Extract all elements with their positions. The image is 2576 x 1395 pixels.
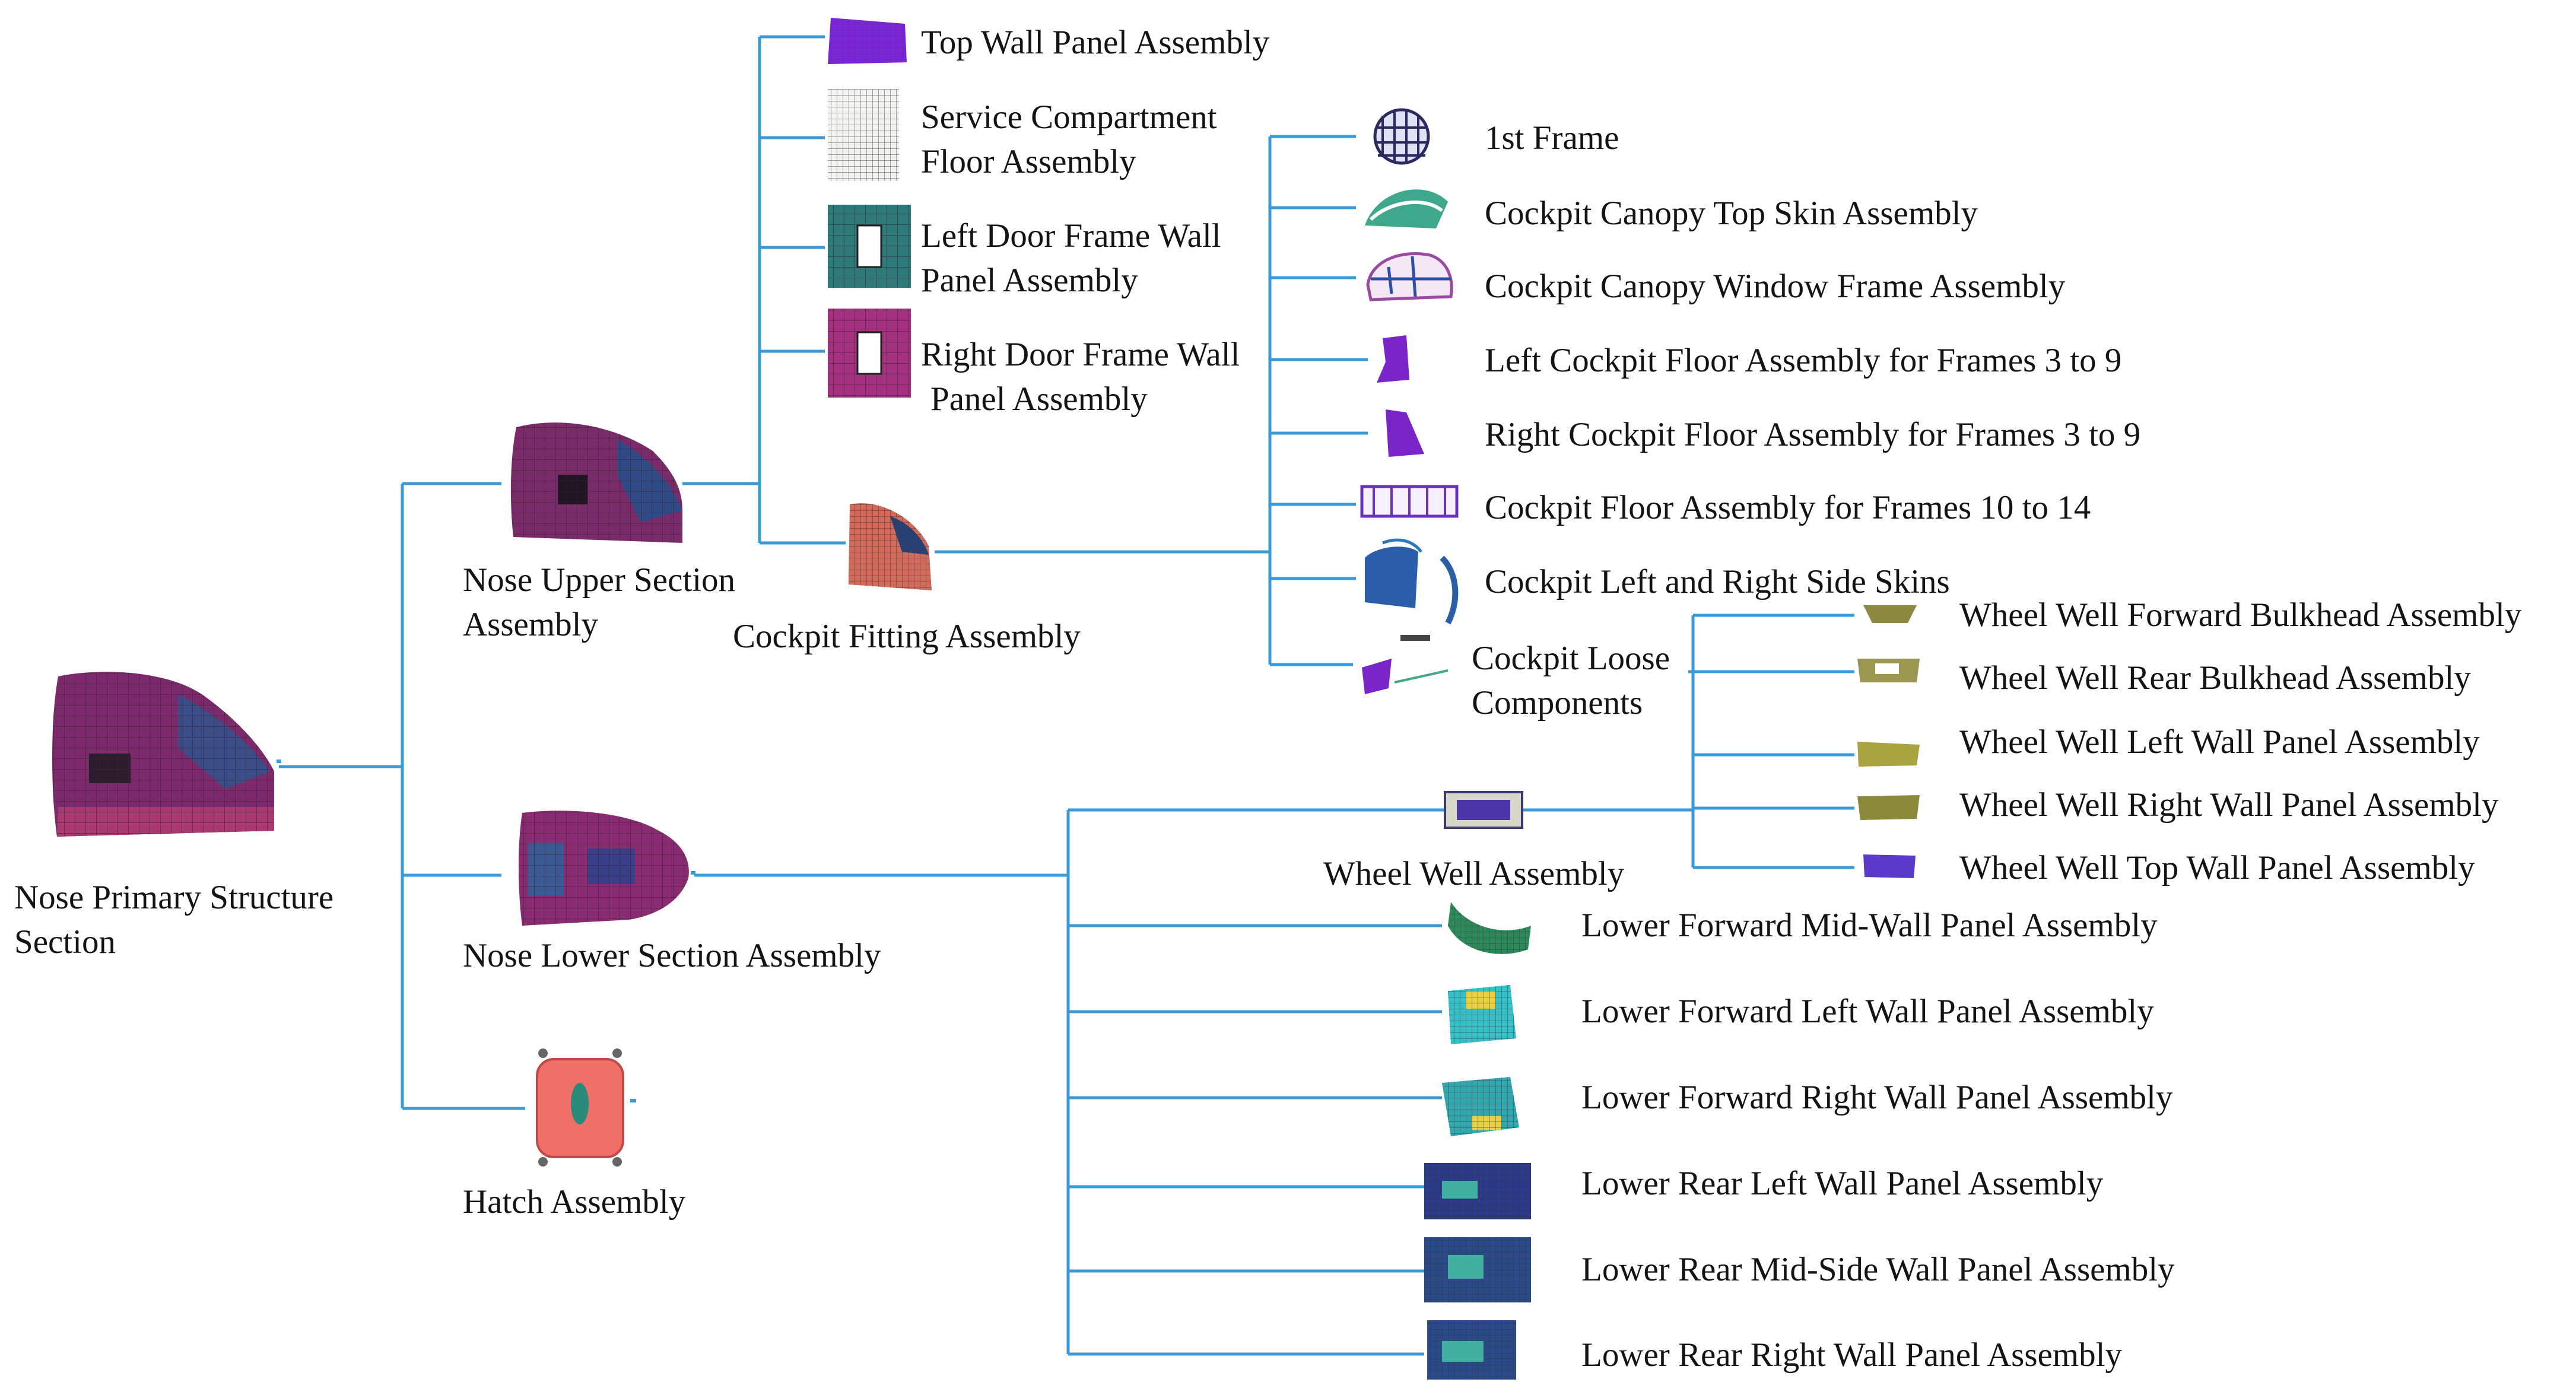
wheel-well-left-wall-icon (1857, 742, 1920, 767)
cockpit-child-label-1: 1st Frame (1485, 119, 1619, 157)
left-door-frame-label-line-2: Panel Assembly (921, 262, 1138, 299)
wheel-well-right-wall-icon (1857, 795, 1920, 820)
cockpit-fitting-label: Cockpit Fitting Assembly (733, 618, 1081, 655)
hatch-label: Hatch Assembly (463, 1183, 686, 1221)
connector-lines (279, 35, 1854, 1356)
cockpit-fitting-icon (849, 503, 932, 590)
service-floor-label-line-1: Service Compartment (921, 98, 1217, 136)
nose-structure-icon (52, 672, 281, 837)
forward-bulkhead-icon (1863, 605, 1917, 623)
right-door-frame-icon (828, 309, 911, 398)
lower-child-label-2: Lower Forward Left Wall Panel Assembly (1581, 993, 2154, 1030)
nose-lower-label: Nose Lower Section Assembly (463, 937, 881, 974)
left-cockpit-floor-icon (1377, 335, 1409, 383)
canopy-window-frame-icon (1366, 252, 1453, 301)
cockpit-loose-icon (1362, 635, 1449, 694)
cockpit-child-label-6: Cockpit Floor Assembly for Frames 10 to … (1485, 489, 2091, 526)
wheel-well-child-label-3: Wheel Well Left Wall Panel Assembly (1959, 723, 2480, 761)
cockpit-child-label-7: Cockpit Left and Right Side Skins (1485, 563, 1950, 600)
wheel-well-child-label-1: Wheel Well Forward Bulkhead Assembly (1959, 596, 2522, 634)
nose-upper-label: Nose Upper Section Assembly (463, 558, 735, 647)
wheel-well-assembly-icon (1444, 791, 1523, 829)
nose-upper-label-line-1: Nose Upper Section (463, 561, 736, 599)
top-wall-panel-label: Top Wall Panel Assembly (921, 24, 1270, 61)
lower-child-label-6: Lower Rear Right Wall Panel Assembly (1581, 1336, 2122, 1374)
lower-child-label-5: Lower Rear Mid-Side Wall Panel Assembly (1581, 1251, 2175, 1288)
left-door-frame-label: Left Door Frame Wall Panel Assembly (921, 214, 1221, 303)
service-floor-label-line-2: Floor Assembly (921, 143, 1136, 180)
cockpit-child-label-3: Cockpit Canopy Window Frame Assembly (1485, 268, 2066, 305)
cockpit-loose-label-line-1: Cockpit Loose (1472, 640, 1670, 677)
wheel-well-top-wall-icon (1863, 854, 1916, 878)
lower-child-label-1: Lower Forward Mid-Wall Panel Assembly (1581, 907, 2158, 944)
cockpit-child-label-2: Cockpit Canopy Top Skin Assembly (1485, 195, 1978, 232)
root-label-line-2: Section (14, 923, 116, 961)
wheel-well-child-label-2: Wheel Well Rear Bulkhead Assembly (1959, 659, 2471, 697)
lower-rear-left-wall-icon (1424, 1163, 1531, 1219)
cockpit-floor-10-14-icon (1360, 485, 1459, 518)
lower-section-icon (519, 811, 695, 926)
upper-section-icon (510, 422, 682, 543)
hatch-icon (536, 1048, 636, 1167)
lower-fwd-left-wall-icon (1448, 985, 1516, 1044)
right-door-frame-label-line-1: Right Door Frame Wall (921, 336, 1240, 373)
canopy-top-skin-icon (1365, 189, 1448, 228)
right-cockpit-floor-icon (1386, 409, 1424, 457)
lower-rear-right-wall-icon (1427, 1320, 1516, 1380)
root-label-line-1: Nose Primary Structure (14, 879, 334, 916)
cockpit-child-label-4: Left Cockpit Floor Assembly for Frames 3… (1485, 342, 2122, 379)
left-door-frame-icon (828, 205, 911, 288)
lower-fwd-mid-wall-icon (1448, 902, 1531, 954)
right-door-frame-label: Right Door Frame Wall Panel Assembly (921, 332, 1240, 421)
lower-rear-mid-side-wall-icon (1424, 1237, 1531, 1302)
service-floor-label: Service Compartment Floor Assembly (921, 95, 1217, 184)
cockpit-loose-label: Cockpit Loose Components (1472, 636, 1670, 725)
left-door-frame-label-line-1: Left Door Frame Wall (921, 217, 1221, 255)
wheel-well-child-label-4: Wheel Well Right Wall Panel Assembly (1959, 786, 2499, 824)
service-floor-icon (828, 89, 899, 181)
lower-child-label-3: Lower Forward Right Wall Panel Assembly (1581, 1079, 2173, 1116)
wheel-well-child-label-5: Wheel Well Top Wall Panel Assembly (1959, 849, 2475, 886)
root-label: Nose Primary Structure Section (14, 875, 333, 964)
top-wall-panel-icon (828, 18, 907, 64)
wheel-well-label: Wheel Well Assembly (1323, 855, 1625, 892)
lower-child-label-4: Lower Rear Left Wall Panel Assembly (1581, 1165, 2104, 1202)
nose-upper-label-line-2: Assembly (463, 606, 598, 643)
rear-bulkhead-icon (1857, 659, 1920, 682)
cockpit-loose-label-line-2: Components (1472, 684, 1643, 722)
side-skins-icon (1365, 538, 1459, 625)
right-door-frame-label-line-2: Panel Assembly (930, 380, 1148, 418)
first-frame-icon (1373, 108, 1430, 165)
cockpit-child-label-5: Right Cockpit Floor Assembly for Frames … (1485, 416, 2141, 453)
lower-fwd-right-wall-icon (1442, 1077, 1519, 1136)
